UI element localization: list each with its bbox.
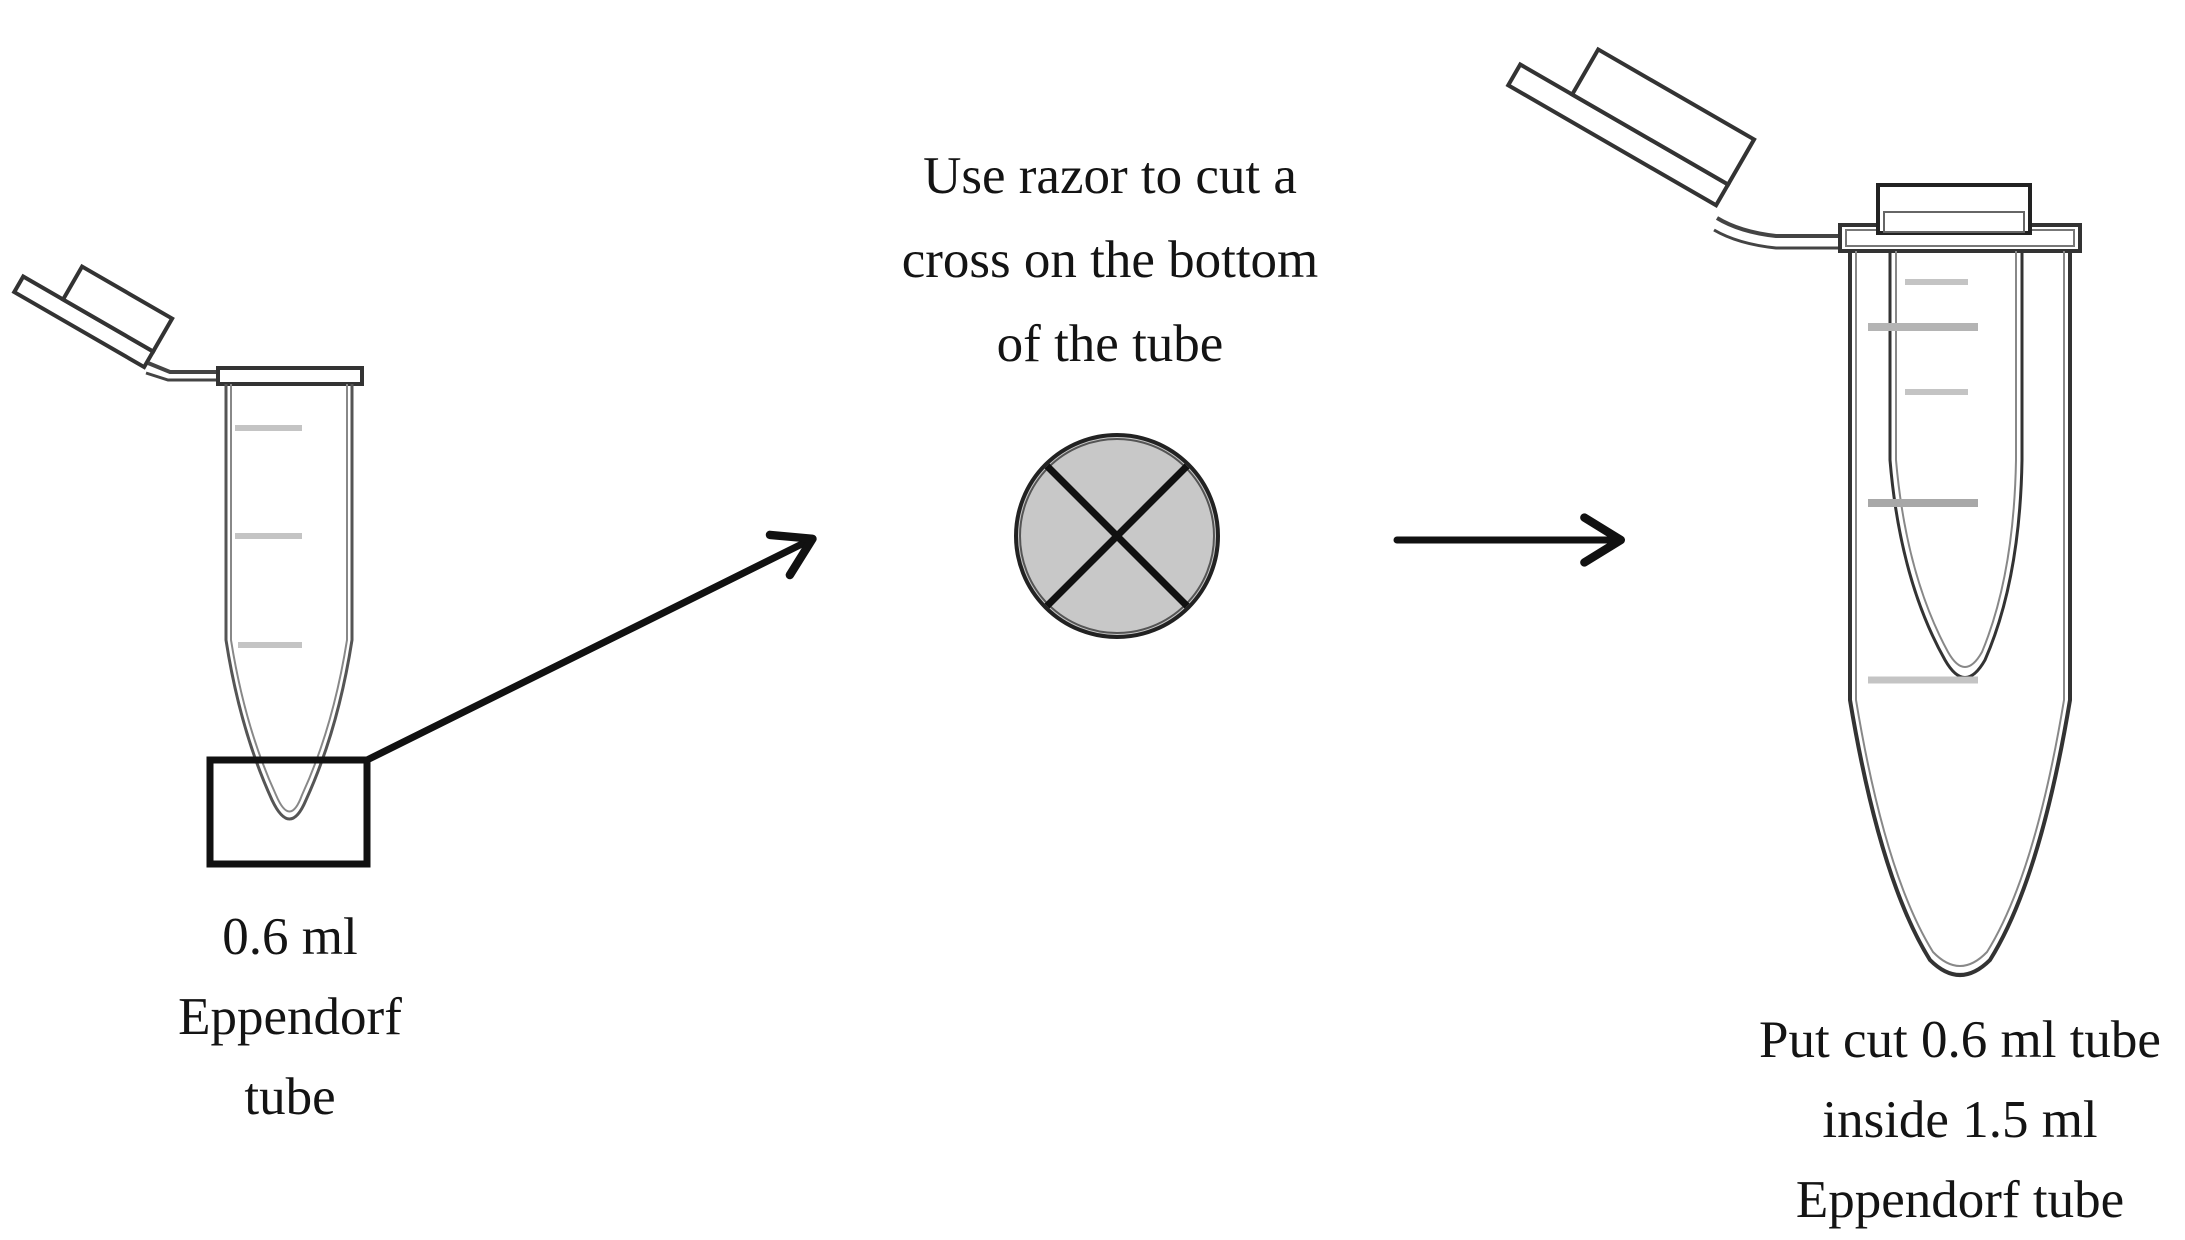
arrow-to-cut-step bbox=[363, 530, 817, 764]
step-instruction-line: Use razor to cut a bbox=[923, 147, 1297, 205]
small-tube-label-line: Eppendorf bbox=[178, 988, 402, 1046]
small-tube-label-line: 0.6 ml bbox=[222, 908, 358, 966]
step-instruction: Use razor to cut a cross on the bottom o… bbox=[840, 134, 1380, 386]
result-label: Put cut 0.6 ml tube inside 1.5 ml Eppend… bbox=[1700, 1000, 2185, 1240]
small-tube-icon bbox=[11, 263, 364, 821]
cross-cut-icon bbox=[1014, 433, 1220, 639]
small-tube-lid bbox=[11, 263, 175, 370]
small-tube-label-line: tube bbox=[244, 1068, 336, 1126]
result-label-line: Eppendorf tube bbox=[1795, 1171, 2125, 1229]
large-tube-icon bbox=[1505, 46, 2082, 977]
step-instruction-line: of the tube bbox=[996, 315, 1224, 373]
result-label-line: Put cut 0.6 ml tube bbox=[1759, 1011, 2161, 1069]
tube-bottom-highlight-box bbox=[206, 756, 371, 868]
result-label-line: inside 1.5 ml bbox=[1822, 1091, 2098, 1149]
large-tube-lid bbox=[1505, 46, 1757, 208]
step-instruction-line: cross on the bottom bbox=[901, 231, 1319, 289]
small-tube-label: 0.6 ml Eppendorf tube bbox=[130, 897, 450, 1137]
